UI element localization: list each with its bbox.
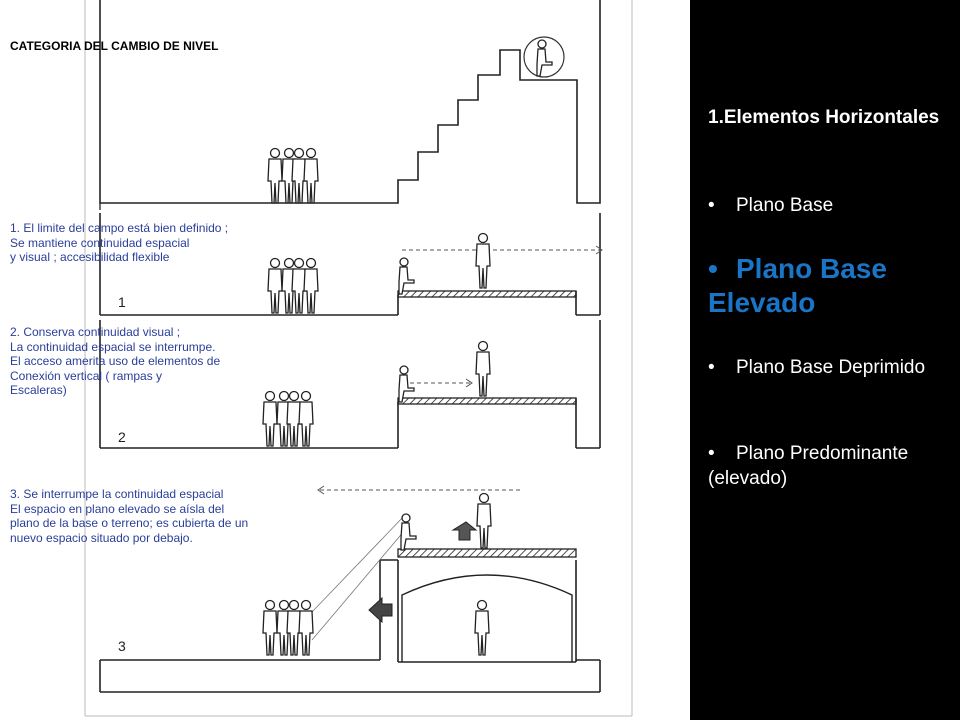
level-2-panel — [99, 320, 601, 449]
list-item-plano-base-deprimido: • Plano Base Deprimido — [708, 355, 948, 380]
list-item-label: Plano Predominante (elevado) — [708, 443, 909, 489]
level-3-panel — [99, 485, 601, 693]
bullet-icon: • — [708, 443, 715, 464]
bullet-icon: • — [708, 195, 715, 216]
staircase-panel — [99, 0, 601, 210]
level-1-panel — [99, 213, 603, 316]
list-item-label: Plano Base Elevado — [708, 253, 887, 318]
level-number-3: 3 — [118, 638, 126, 654]
level-number-1: 1 — [118, 294, 126, 310]
diagram-panel: 1 2 3 CATEGORIA DEL CAMBIO DE NIVEL 1. E… — [10, 0, 633, 717]
list-item-label: Plano Base Deprimido — [736, 357, 926, 378]
level-change-drawing: 1 2 3 — [84, 0, 633, 717]
list-item-label: Plano Base — [736, 195, 834, 216]
note-level-3: 3. Se interrumpe la continuidad espacial… — [10, 487, 249, 545]
bullet-icon: • — [708, 253, 718, 284]
note-level-1: 1. El limite del campo está bien definid… — [10, 221, 229, 264]
list-item-plano-base: • Plano Base — [708, 193, 948, 218]
level-number-2: 2 — [118, 429, 126, 445]
sidebar-panel: 1.Elementos Horizontales •Plano Base •Pl… — [690, 0, 960, 720]
note-level-2: 2. Conserva continuidad visual ; La cont… — [10, 325, 221, 397]
bullet-icon: • — [708, 357, 715, 378]
diagram-title: CATEGORIA DEL CAMBIO DE NIVEL — [10, 39, 219, 53]
list-item-plano-base-elevado: •Plano Base Elevado — [708, 252, 948, 320]
sidebar-heading: 1.Elementos Horizontales — [708, 107, 940, 128]
list-item-plano-predominante: •Plano Predominante (elevado) — [708, 441, 948, 491]
